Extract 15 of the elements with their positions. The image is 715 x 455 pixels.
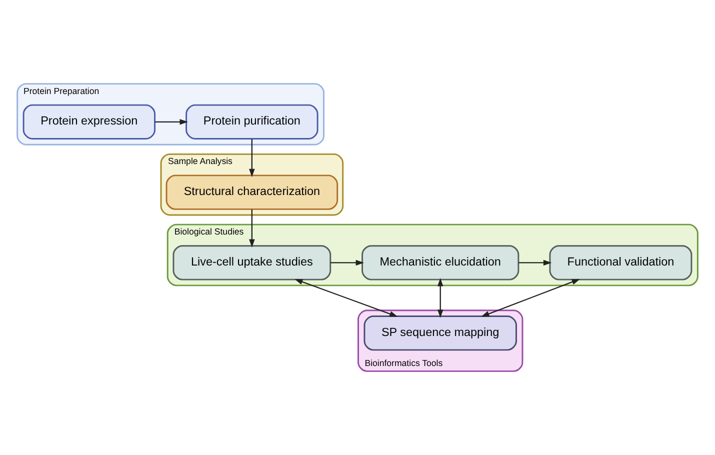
- node-box: SP sequence mapping: [364, 315, 517, 351]
- arrow: [249, 139, 255, 178]
- arrow: [481, 278, 580, 317]
- node-box: Protein purification: [186, 104, 318, 140]
- node-box: Mechanistic elucidation: [362, 245, 520, 280]
- arrow: [154, 119, 188, 125]
- node-box: Live-cell uptake studies: [172, 245, 332, 280]
- arrow: [294, 278, 398, 317]
- arrow: [518, 260, 552, 266]
- node-box: Structural characterization: [166, 174, 338, 210]
- arrow: [437, 278, 444, 318]
- arrow: [330, 260, 364, 266]
- node-box: Functional validation: [549, 245, 692, 280]
- node-box: Protein expression: [22, 104, 156, 140]
- arrow: [249, 209, 255, 248]
